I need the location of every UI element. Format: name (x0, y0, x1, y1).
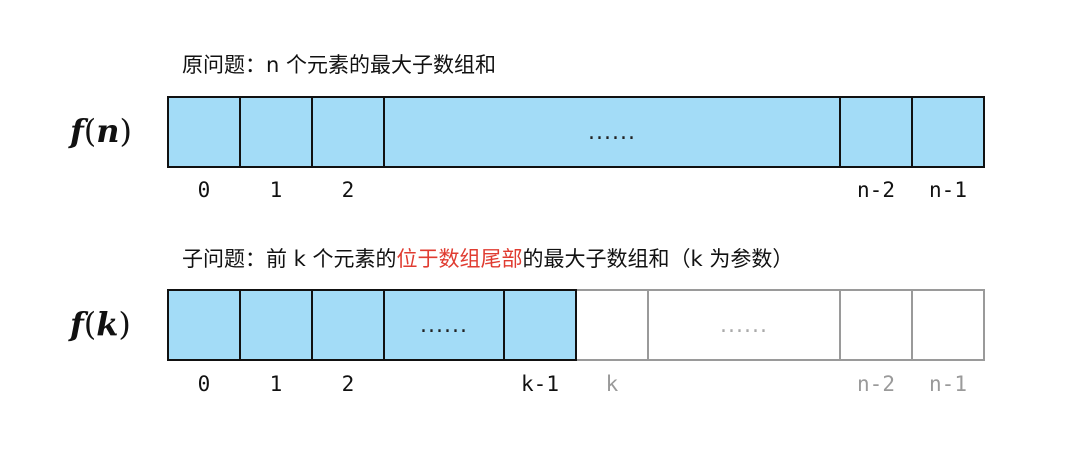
top-cell-0 (167, 96, 241, 168)
original-problem-caption: 原问题：n 个元素的最大子数组和 (182, 53, 496, 77)
top-cell-2 (311, 96, 385, 168)
bottom-index-n-1: n-1 (929, 372, 967, 396)
f-k-func: f (70, 305, 84, 343)
bottom-cell-n-2 (839, 289, 913, 361)
subproblem-caption-highlight: 位于数组尾部 (396, 247, 523, 271)
top-cell-ellipsis: ...... (383, 96, 841, 168)
bottom-cell-k-1 (503, 289, 577, 361)
bottom-cell-ellipsis: ...... (383, 289, 505, 361)
bottom-index-2: 2 (341, 372, 355, 396)
f-k-arg: k (96, 305, 119, 343)
bottom-index-0: 0 (197, 372, 211, 396)
bottom-index-k: k (605, 372, 619, 396)
subproblem-caption-post: 的最大子数组和（k 为参数） (522, 247, 794, 271)
f-k-close: ) (118, 305, 131, 343)
bottom-cell-n-1 (911, 289, 985, 361)
f-k-open: ( (83, 305, 97, 343)
bottom-cell-2 (311, 289, 385, 361)
top-index-n-2: n-2 (857, 178, 895, 202)
bottom-cell-k (575, 289, 649, 361)
bottom-cell-0 (167, 289, 241, 361)
top-cell-n-2 (839, 96, 913, 168)
f-n-open: ( (83, 112, 97, 150)
f-n-label: f(n) (70, 112, 132, 150)
top-index-n-1: n-1 (929, 178, 967, 202)
subproblem-caption-pre: 子问题：前 k 个元素的 (182, 247, 397, 271)
f-n-func: f (70, 112, 84, 150)
top-cell-1 (239, 96, 313, 168)
f-k-label: f(k) (70, 305, 131, 343)
subproblem-caption: 子问题：前 k 个元素的位于数组尾部的最大子数组和（k 为参数） (182, 243, 793, 273)
f-n-arg: n (96, 112, 120, 150)
top-index-1: 1 (269, 178, 283, 202)
top-index-2: 2 (341, 178, 355, 202)
bottom-index-k-1: k-1 (521, 372, 559, 396)
top-cell-n-1 (911, 96, 985, 168)
f-n-close: ) (119, 112, 132, 150)
bottom-index-1: 1 (269, 372, 283, 396)
top-index-0: 0 (197, 178, 211, 202)
bottom-cell-1 (239, 289, 313, 361)
bottom-cell-ellipsis-grey: ...... (647, 289, 841, 361)
bottom-index-n-2: n-2 (857, 372, 895, 396)
